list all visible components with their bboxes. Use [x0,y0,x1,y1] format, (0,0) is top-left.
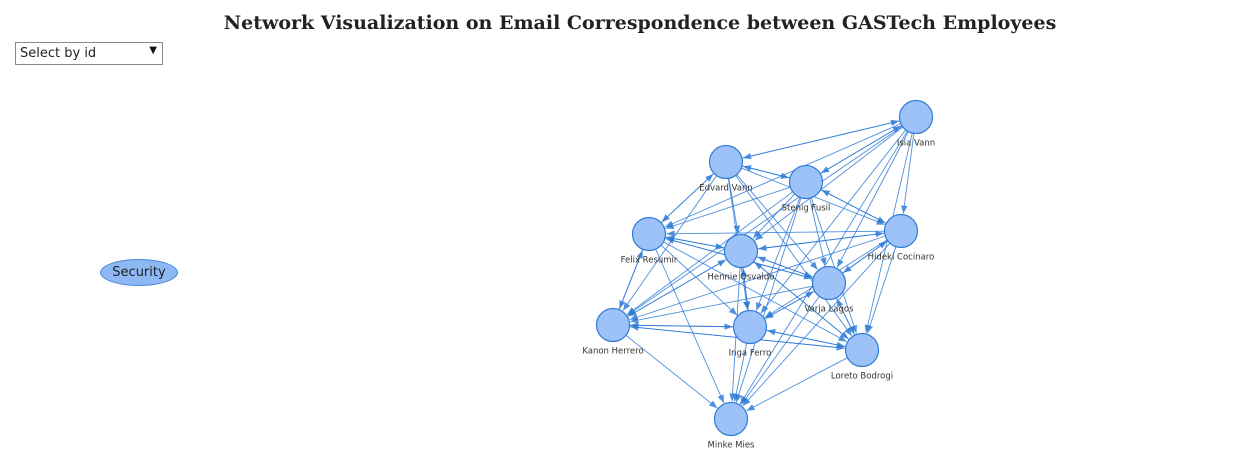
node-kanon[interactable] [595,307,631,343]
edge-inga-to-varja [764,291,814,320]
edge-isia-to-stenig [820,125,903,174]
edge-loreto-to-minke [746,357,848,412]
edge-stenig-to-inga [755,197,801,311]
edge-felix-to-loreto [663,241,847,343]
node-edvard[interactable] [708,144,744,180]
edge-edvard-to-isia [741,119,900,159]
edge-isia-to-inga [760,129,907,314]
edge-varja-to-minke [740,296,820,406]
node-label-hideki: Hideki Cocinaro [868,253,935,263]
node-hideki[interactable] [883,213,919,249]
edge-varja-to-kanon [630,285,813,324]
edge-hideki-to-stenig [821,189,887,224]
edge-felix-to-edvard [660,173,714,224]
edge-hideki-to-felix [666,230,885,237]
node-label-felix: Felix Resumir [621,256,678,266]
edge-stenig-to-hennie [752,193,796,239]
edge-isia-to-hennie [754,126,904,241]
edge-isia-to-hideki [901,133,915,214]
node-hennie[interactable] [723,233,759,269]
edge-edvard-to-loreto [735,175,853,337]
node-varja[interactable] [811,265,847,301]
edge-kanon-to-felix [618,250,643,310]
node-label-loreto: Loreto Bodrogi [831,372,893,382]
edge-inga-to-minke [733,343,748,402]
edge-hennie-to-hideki [757,230,884,250]
edge-hennie-to-felix [666,235,725,249]
select-by-id-dropdown[interactable]: Select by id ▼ [15,42,163,65]
page-title: Network Visualization on Email Correspon… [223,12,1057,34]
edge-loreto-to-hennie [754,261,850,340]
chevron-down-icon: ▼ [149,45,157,56]
node-loreto[interactable] [844,332,880,368]
edge-stenig-to-felix [665,186,791,230]
node-label-kanon: Kanon Herrero [582,347,643,357]
node-label-isia: Isia Vann [897,139,935,149]
node-inga[interactable] [732,309,768,345]
edge-hideki-to-loreto [866,246,897,334]
node-label-minke: Minke Mies [708,441,756,451]
edge-hideki-to-kanon [629,235,886,321]
edge-stenig-to-loreto [810,197,857,334]
edge-inga-to-kanon [630,322,734,329]
edge-loreto-to-inga [767,328,846,348]
edge-isia-to-kanon [627,125,903,316]
select-value: Select by id [20,46,97,61]
node-label-hennie: Hennie Osvaldo [707,273,774,283]
edge-stenig-to-minke [735,197,802,403]
edge-isia-to-varja [836,131,909,268]
edge-varja-to-hennie [757,256,814,278]
edge-stenig-to-edvard [742,165,791,179]
edge-kanon-to-hennie [627,259,727,318]
edge-stenig-to-kanon [626,191,794,315]
edge-edvard-to-varja [736,174,818,270]
node-label-inga: Inga Ferro [729,349,772,359]
node-label-stenig: Stenig Fusil [782,204,831,214]
edge-kanon-to-minke [625,334,718,409]
node-stenig[interactable] [788,164,824,200]
node-felix[interactable] [631,216,667,252]
edge-inga-to-hennie [740,268,749,311]
node-label-edvard: Edvard Vann [699,184,753,194]
edges-layer [618,119,915,412]
node-label-varja: Varja Lagos [804,305,854,315]
edge-loreto-to-varja [836,298,856,336]
department-label: Security [112,265,166,280]
node-minke[interactable] [713,401,749,437]
department-legend-security[interactable]: Security [100,259,178,286]
edge-varja-to-hideki [842,240,888,274]
node-isia[interactable] [898,99,934,135]
